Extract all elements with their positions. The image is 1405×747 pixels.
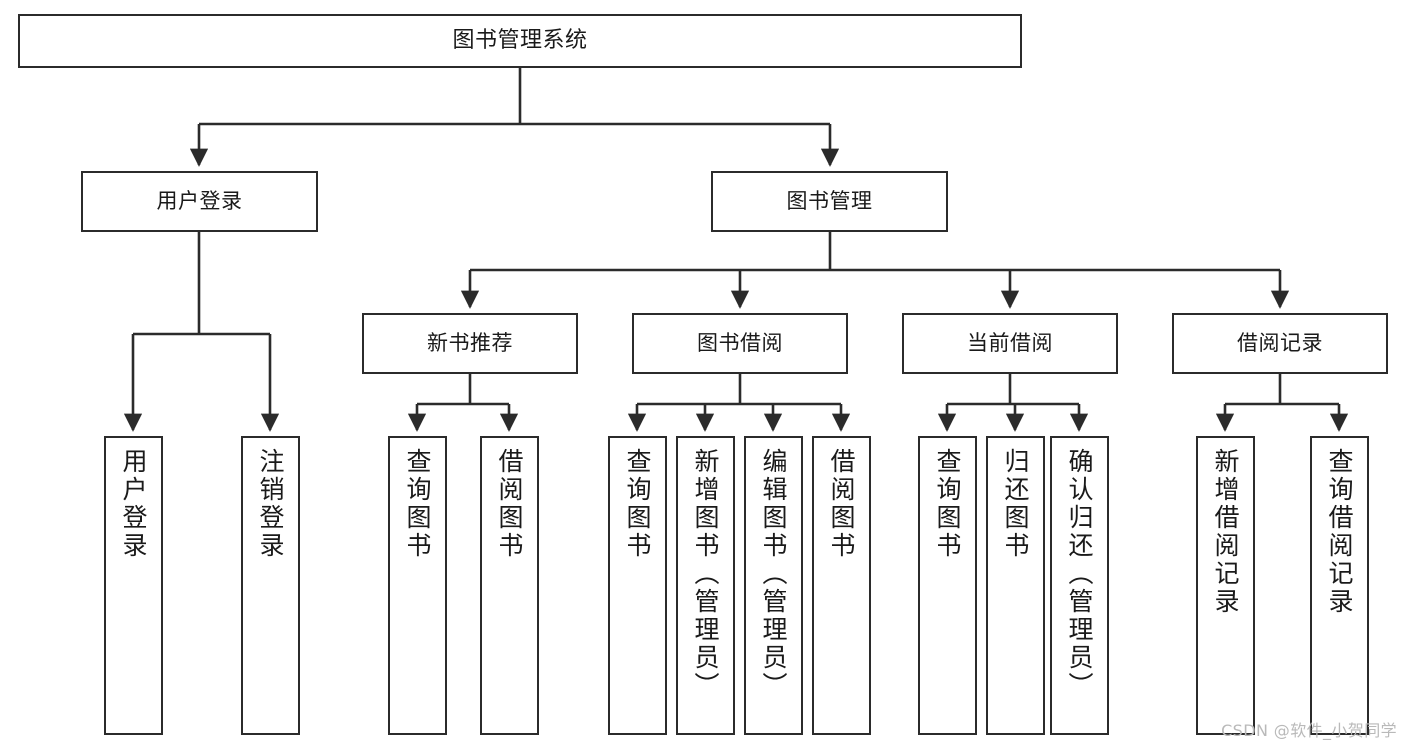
csdn-watermark: CSDN @软件_小贺同学 xyxy=(1221,721,1397,740)
node-leaf-query-book-current[interactable]: 查询图书 xyxy=(918,436,977,735)
node-leaf-add-record-label: 新增借阅记录 xyxy=(1211,448,1240,616)
node-leaf-edit-book-admin-label: 编辑图书（管理员） xyxy=(759,448,788,700)
node-leaf-query-record[interactable]: 查询借阅记录 xyxy=(1310,436,1369,735)
node-leaf-borrow-book-label: 借阅图书 xyxy=(827,448,856,560)
node-leaf-edit-book-admin[interactable]: 编辑图书（管理员） xyxy=(744,436,803,735)
node-leaf-query-book-current-label: 查询图书 xyxy=(933,448,962,560)
node-leaf-add-record[interactable]: 新增借阅记录 xyxy=(1196,436,1255,735)
node-leaf-return-book[interactable]: 归还图书 xyxy=(986,436,1045,735)
node-leaf-add-book-admin-label: 新增图书（管理员） xyxy=(691,448,720,700)
node-new-book-recommend-label: 新书推荐 xyxy=(427,330,513,355)
node-leaf-user-logout-label: 注销登录 xyxy=(256,448,285,560)
node-leaf-query-book-new-label: 查询图书 xyxy=(403,448,432,560)
node-leaf-user-login-label: 用户登录 xyxy=(119,448,148,560)
node-book-manage[interactable]: 图书管理 xyxy=(711,171,948,232)
node-leaf-query-book-label: 查询图书 xyxy=(623,448,652,560)
node-book-borrow-label: 图书借阅 xyxy=(697,330,783,355)
node-leaf-borrow-book-new[interactable]: 借阅图书 xyxy=(480,436,539,735)
node-book-manage-label: 图书管理 xyxy=(786,188,873,213)
node-leaf-return-book-label: 归还图书 xyxy=(1001,448,1030,560)
node-book-borrow[interactable]: 图书借阅 xyxy=(632,313,848,374)
node-new-book-recommend[interactable]: 新书推荐 xyxy=(362,313,578,374)
node-leaf-query-book-new[interactable]: 查询图书 xyxy=(388,436,447,735)
node-user-login-label: 用户登录 xyxy=(156,188,243,213)
node-current-borrow-label: 当前借阅 xyxy=(967,330,1053,355)
node-leaf-query-book[interactable]: 查询图书 xyxy=(608,436,667,735)
node-user-login[interactable]: 用户登录 xyxy=(81,171,318,232)
node-leaf-confirm-return-admin[interactable]: 确认归还（管理员） xyxy=(1050,436,1109,735)
node-leaf-user-logout[interactable]: 注销登录 xyxy=(241,436,300,735)
node-borrow-record[interactable]: 借阅记录 xyxy=(1172,313,1388,374)
node-leaf-user-login[interactable]: 用户登录 xyxy=(104,436,163,735)
node-leaf-borrow-book[interactable]: 借阅图书 xyxy=(812,436,871,735)
node-leaf-query-record-label: 查询借阅记录 xyxy=(1325,448,1354,616)
node-borrow-record-label: 借阅记录 xyxy=(1237,330,1323,355)
node-leaf-borrow-book-new-label: 借阅图书 xyxy=(495,448,524,560)
node-root-label: 图书管理系统 xyxy=(452,27,588,53)
node-current-borrow[interactable]: 当前借阅 xyxy=(902,313,1118,374)
node-root[interactable]: 图书管理系统 xyxy=(18,14,1022,68)
node-leaf-confirm-return-admin-label: 确认归还（管理员） xyxy=(1065,448,1094,700)
node-leaf-add-book-admin[interactable]: 新增图书（管理员） xyxy=(676,436,735,735)
